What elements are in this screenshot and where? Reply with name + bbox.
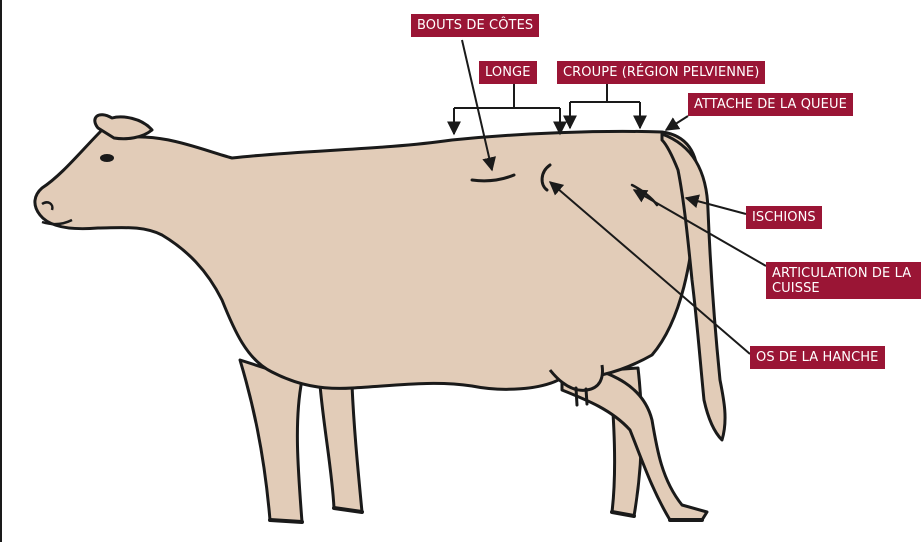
cow-body — [35, 130, 698, 389]
cow-eye — [100, 154, 114, 162]
label-thigh-joint: ARTICULATION DE LA CUISSE — [766, 262, 921, 299]
label-hip-bone: OS DE LA HANCHE — [750, 346, 885, 369]
label-loin: LONGE — [479, 61, 537, 84]
label-rump: CROUPE (RÉGION PELVIENNE) — [557, 61, 765, 84]
cow-hooves — [270, 508, 702, 522]
label-rib-ends: BOUTS DE CÔTES — [411, 14, 539, 37]
tail-head-leader — [666, 116, 688, 130]
longe-bracket — [454, 84, 560, 132]
croupe-bracket — [570, 84, 640, 124]
label-pin-bones: ISCHIONS — [746, 206, 822, 229]
cow-front-leg-far — [320, 385, 362, 512]
label-tail-head: ATTACHE DE LA QUEUE — [688, 93, 853, 116]
cow-front-leg-near — [240, 360, 302, 522]
